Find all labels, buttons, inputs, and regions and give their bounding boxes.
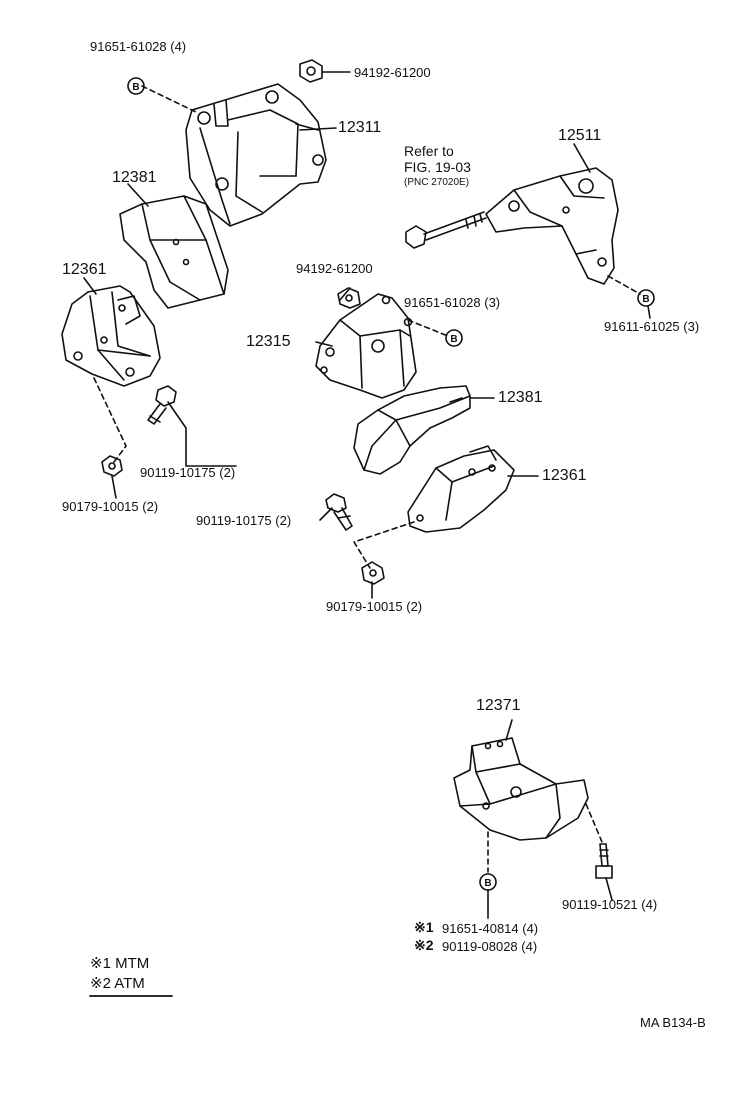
callout-b-mid (445, 329, 463, 347)
label-12315[interactable]: 12315 (246, 333, 291, 350)
label-12311[interactable]: 12311 (338, 119, 382, 136)
label-91651-61028-mid[interactable]: 91651-61028 (3) (404, 295, 501, 310)
bracket-12311-drawing (185, 83, 327, 227)
callout-b-right-letter: B (642, 294, 649, 305)
insulator-12381-left-drawing (119, 195, 229, 309)
bolt-90119-left-drawing (147, 385, 237, 467)
refer-fig-text[interactable]: FIG. 19-03 (404, 159, 471, 175)
label-12381-left[interactable]: 12381 (112, 169, 157, 186)
label-12381-right[interactable]: 12381 (498, 389, 543, 406)
callout-b-mid-letter: B (450, 334, 457, 345)
nut-94192-mid-drawing (337, 287, 361, 309)
callout-b-bottom-letter: B (484, 878, 491, 889)
bolt-90119-10521-drawing (595, 843, 613, 879)
label-90119-10175-left[interactable]: 90119-10175 (2) (140, 465, 236, 480)
nut-90179-mid-drawing (361, 561, 385, 585)
legend-atm: ※2 ATM (90, 975, 145, 992)
note-mark-2: ※2 (414, 937, 434, 953)
label-90119-10175-mid[interactable]: 90119-10175 (2) (196, 513, 292, 528)
callout-b-top-left-letter: B (132, 82, 139, 93)
legend-mtm: ※1 MTM (90, 955, 150, 972)
refer-to-text: Refer to (404, 143, 454, 159)
label-12361-right[interactable]: 12361 (542, 467, 587, 484)
mount-12371-drawing (453, 737, 589, 841)
bracket-12511-drawing (485, 167, 619, 285)
label-94192-61200-top[interactable]: 94192-61200 (354, 65, 431, 80)
callout-b-top-left (127, 77, 145, 95)
nut-94192-top-drawing (299, 59, 323, 83)
nut-90179-left-drawing (101, 455, 123, 477)
bracket-12315-drawing (315, 293, 417, 399)
bolt-90119-mid-drawing (325, 493, 353, 531)
label-91611-61025[interactable]: 91611-61025 (3) (604, 319, 700, 334)
label-12361-left[interactable]: 12361 (62, 261, 107, 278)
label-91651-61028-top[interactable]: 91651-61028 (4) (90, 39, 187, 54)
insulator-12381-right-drawing (353, 385, 471, 475)
label-91651-40814[interactable]: 91651-40814 (4) (442, 921, 539, 936)
label-94192-61200-mid[interactable]: 94192-61200 (296, 261, 373, 276)
label-12511[interactable]: 12511 (558, 127, 602, 144)
insulator-12361-left-drawing (61, 285, 161, 387)
figure-code: MA B134-B (640, 1015, 706, 1030)
note-mark-1: ※1 (414, 919, 434, 935)
label-90119-10521[interactable]: 90119-10521 (4) (562, 897, 658, 912)
insulator-12361-right-drawing (407, 445, 515, 533)
label-12371[interactable]: 12371 (476, 697, 521, 714)
label-90179-10015-mid[interactable]: 90179-10015 (2) (326, 599, 423, 614)
callout-b-right (637, 289, 655, 307)
label-90179-10015-left[interactable]: 90179-10015 (2) (62, 499, 159, 514)
label-90119-08028[interactable]: 90119-08028 (4) (442, 939, 538, 954)
refer-pnc-text: (PNC 27020E) (404, 177, 470, 188)
long-bolt-drawing (405, 211, 487, 249)
